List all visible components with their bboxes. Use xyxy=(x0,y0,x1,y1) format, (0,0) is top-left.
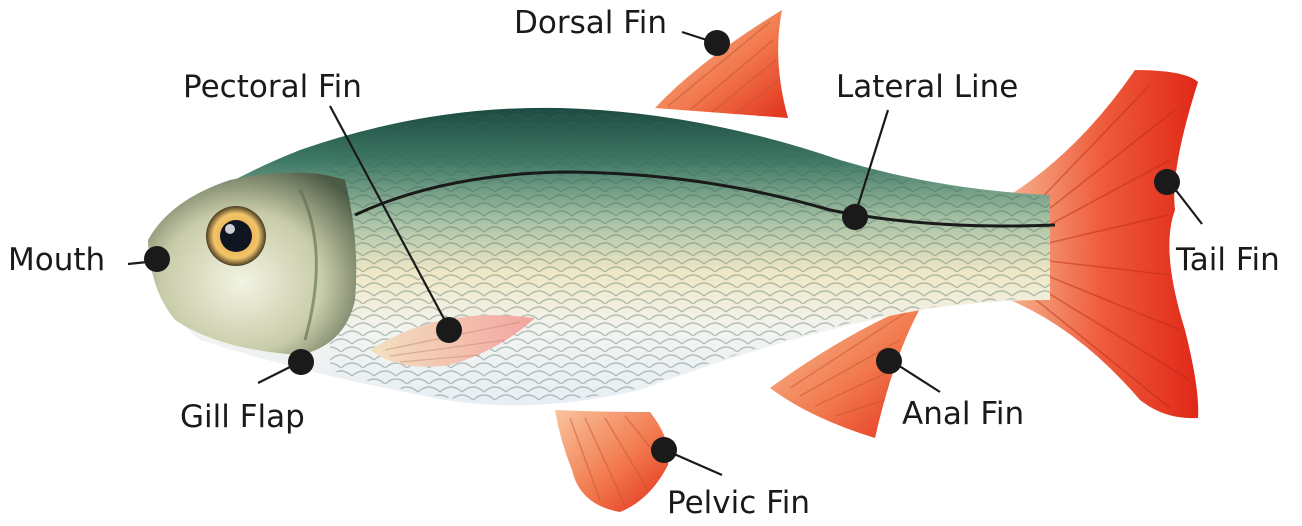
tail-fin-label: Tail Fin xyxy=(1176,245,1280,276)
gill-flap-marker xyxy=(288,349,314,375)
dorsal-fin-shape xyxy=(655,10,788,118)
tail-fin-marker xyxy=(1154,169,1180,195)
pelvic-fin-marker xyxy=(651,437,677,463)
mouth-marker xyxy=(144,246,170,272)
anal-fin-marker xyxy=(876,348,902,374)
pectoral-fin-label: Pectoral Fin xyxy=(183,72,362,103)
dorsal-fin-marker xyxy=(704,30,730,56)
anal-fin-label: Anal Fin xyxy=(902,399,1024,430)
lateral-line-label: Lateral Line xyxy=(836,72,1018,103)
dorsal-fin-label: Dorsal Fin xyxy=(514,8,667,39)
fish-head xyxy=(148,173,356,356)
lateral-line-marker xyxy=(842,204,868,230)
pupil xyxy=(220,220,252,252)
mouth-label: Mouth xyxy=(8,245,105,276)
pectoral-fin-marker xyxy=(436,317,462,343)
pelvic-fin-label: Pelvic Fin xyxy=(667,488,810,519)
gill-flap-label: Gill Flap xyxy=(180,402,305,433)
eye-highlight xyxy=(225,224,235,234)
